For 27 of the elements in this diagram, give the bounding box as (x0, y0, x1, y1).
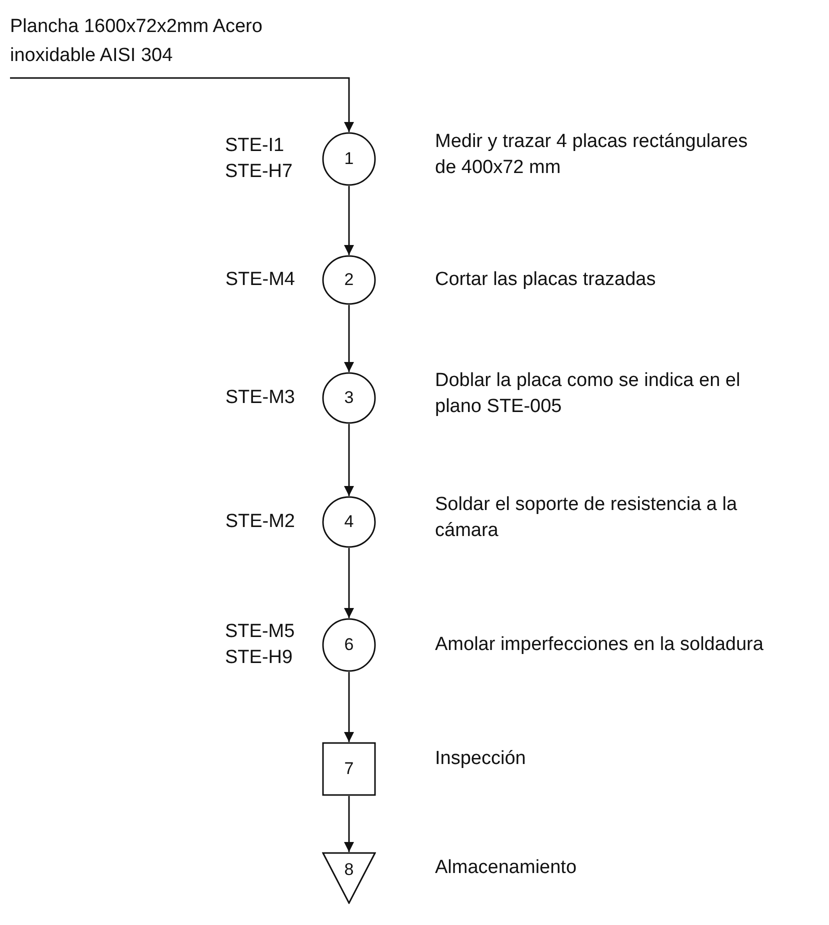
arrow (344, 305, 354, 372)
step-description: Cortar las placas trazadas (435, 268, 657, 292)
arrow (344, 796, 354, 852)
machine-code: STE-M2 (224, 510, 295, 534)
arrow (344, 548, 354, 618)
step-description: Inspección (435, 747, 527, 771)
step-number: 3 (344, 388, 354, 408)
step-description: Amolar imperfecciones en la soldadura (435, 633, 764, 657)
step-description: Almacenamiento (435, 856, 578, 880)
arrow (344, 424, 354, 496)
machine-code: STE-M3 (224, 386, 295, 410)
step-description: Doblar la placa como se indica en el plano STE-005 (435, 369, 742, 419)
step-number: 7 (344, 759, 354, 779)
arrow (344, 186, 354, 255)
step-number: 1 (344, 149, 354, 169)
step-number: 6 (344, 635, 354, 655)
machine-code: STE-I1 STE-H7 (225, 134, 294, 184)
machine-code: STE-M5 STE-H9 (225, 620, 295, 670)
machine-code: STE-M4 (224, 268, 295, 292)
step-number: 2 (344, 270, 354, 290)
step-description: Medir y trazar 4 placas rectángulares de 400x72 mm (435, 130, 749, 180)
step-number: 8 (344, 860, 354, 880)
arrow (344, 672, 354, 742)
arrow (10, 77, 354, 132)
step-number: 4 (344, 512, 354, 532)
material-label: Plancha 1600x72x2mm Acero inoxidable AISI 304 (10, 12, 280, 78)
step-description: Soldar el soporte de resistencia a la cámara (435, 493, 738, 543)
